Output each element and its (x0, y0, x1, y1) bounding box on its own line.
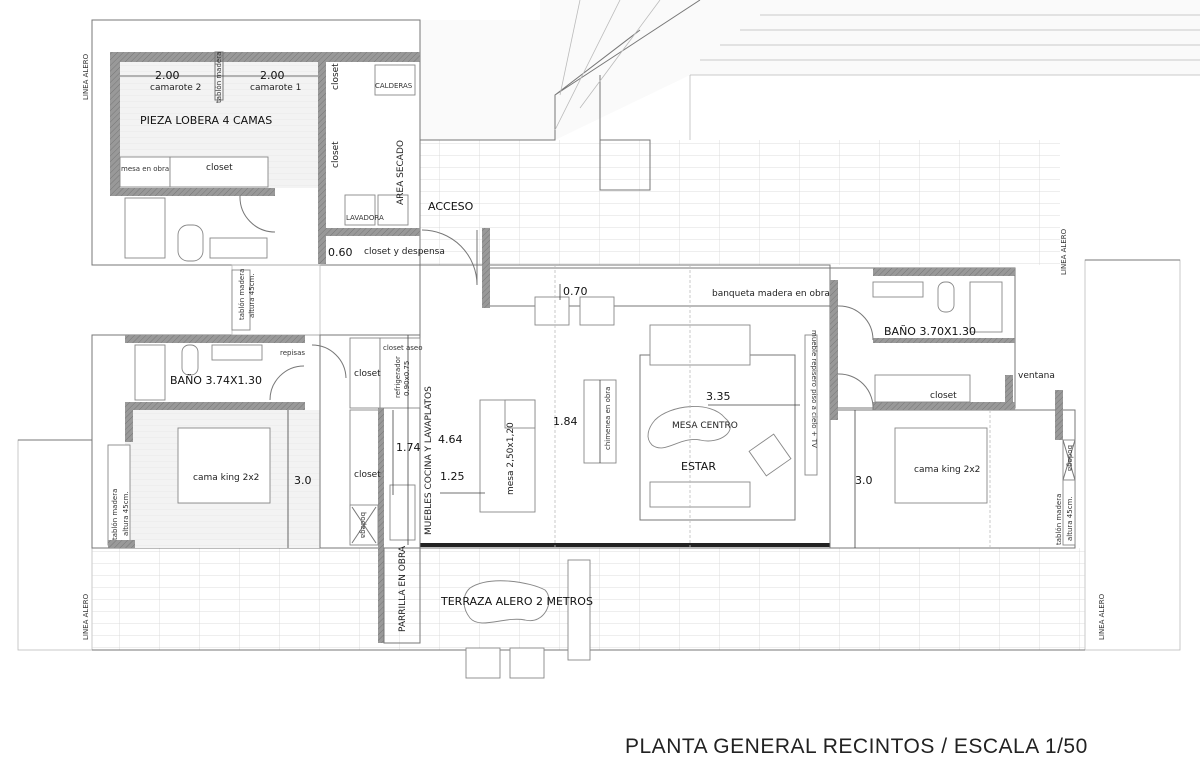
dimension-label: 2.00 (155, 69, 180, 82)
left-suite-block (91, 264, 321, 549)
camarote-1-label: camarote 1 (250, 83, 301, 93)
dimension-label: 3.0 (294, 474, 312, 487)
mesa-en-obra-label: mesa en obra (121, 165, 169, 173)
dimension-label: 1.25 (440, 470, 465, 483)
dimension-label: 4.64 (438, 433, 463, 446)
tablon-altura-label: tablón madera (1055, 494, 1063, 545)
bodega-label: bodega (1066, 445, 1074, 471)
dimension-lines (287, 284, 856, 548)
room-label-bano-right: BAÑO 3.70X1.30 (884, 325, 976, 338)
closet-aseo-label: closet aseo (383, 344, 423, 352)
tablon-altura-label: altura 45cm. (1066, 496, 1074, 541)
closet-despensa-label: closet y despensa (364, 247, 445, 257)
tablon-altura-label: tablón madera (238, 269, 246, 320)
camarote-2-label: camarote 2 (150, 83, 201, 93)
acceso-label: ACCESO (428, 200, 474, 213)
room-label-bano-left: BAÑO 3.74X1.30 (170, 374, 262, 387)
tablon-altura-label: altura 45cm. (248, 273, 256, 318)
mesa-centro-label: MESA CENTRO (672, 421, 738, 431)
plan-labels: LINEA ALERO LINEA ALERO LINEA ALERO LINE… (82, 52, 1106, 758)
dimension-label: 1.84 (553, 415, 578, 428)
closet-label: closet (206, 163, 233, 173)
kitchen-service-block (311, 334, 421, 644)
master-suite-block (829, 267, 1076, 549)
linea-alero-label: LINEA ALERO (1060, 228, 1068, 275)
tablon-label: tablón madera (215, 52, 223, 103)
room-label-estar: ESTAR (681, 460, 716, 473)
closet-label: closet (930, 391, 957, 401)
dimension-label: 3.35 (706, 390, 731, 403)
dimension-label: 3.0 (855, 474, 873, 487)
terraza-label: TERRAZA ALERO 2 METROS (440, 595, 593, 608)
bunk-room-block (91, 19, 421, 266)
linea-alero-label: LINEA ALERO (1098, 593, 1106, 640)
chimenea-label: chimenea en obra (604, 387, 612, 450)
living-area (419, 228, 831, 549)
muebles-cocina-label: MUEBLES COCINA Y LAVAPLATOS (424, 386, 434, 535)
dimension-label: 0.70 (563, 285, 588, 298)
repisas-label: repisas (280, 349, 305, 357)
cama-king-label: cama king 2x2 (193, 473, 259, 483)
area-secado-label: AREA SECADO (396, 140, 406, 205)
banqueta-label: banqueta madera en obra (712, 289, 830, 299)
linea-alero-label: LINEA ALERO (82, 593, 90, 640)
closet-label: closet (331, 63, 341, 90)
terrace-furniture (463, 559, 591, 679)
plan-title: PLANTA GENERAL RECINTOS / ESCALA 1/50 (625, 735, 1088, 758)
closet-label: closet (354, 470, 381, 480)
ventana-label: ventana (1018, 371, 1055, 381)
mueble-repisero-label: mueble repisero piso a cielo + TV (810, 330, 818, 448)
dimension-label: 2.00 (260, 69, 285, 82)
parrilla-label: PARRILLA EN OBRA (398, 545, 408, 632)
refrigerador-size-label: 0.90x0.75 (403, 361, 411, 396)
mesa-comedor-label: mesa 2,50x1,20 (506, 422, 516, 495)
refrigerador-label: refrigerador (394, 356, 402, 398)
dimension-label: 1.74 (396, 441, 421, 454)
bodega-label: bodega (359, 512, 367, 538)
closet-label: closet (331, 141, 341, 168)
lavadora-label: LAVADORA (346, 214, 384, 222)
tablon-altura-label: tablón madera (111, 489, 119, 540)
tablon-altura-label: altura 45cm. (122, 491, 130, 536)
cama-king-label: cama king 2x2 (914, 465, 980, 475)
dimension-label: 0.60 (328, 246, 353, 259)
linea-alero-label: LINEA ALERO (82, 53, 90, 100)
closet-label: closet (354, 369, 381, 379)
calderas-label: CALDERAS (375, 82, 413, 90)
room-label-pieza-lobera: PIEZA LOBERA 4 CAMAS (140, 114, 272, 127)
